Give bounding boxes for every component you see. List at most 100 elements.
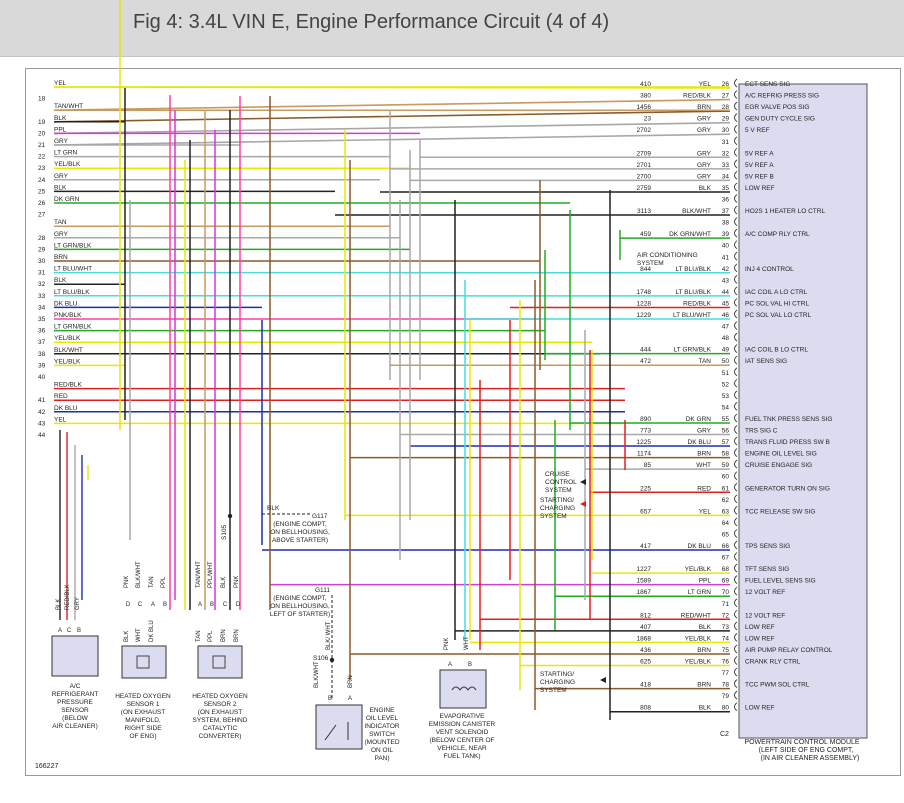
left-pin-number: 22: [38, 154, 46, 161]
ac-sensor-caption: SENSOR: [61, 707, 89, 714]
left-pin-number: 33: [38, 293, 46, 300]
component-wire-label: BRN: [348, 675, 354, 688]
component-wire-label: TAN: [149, 576, 155, 588]
left-pin-number: 20: [38, 130, 46, 137]
ho2s-1-caption: (ON EXHAUST: [121, 709, 165, 716]
ac-sensor-caption: AIR CLEANER): [52, 723, 98, 730]
right-circuit-number: 1867: [637, 589, 652, 596]
ground-location: (ENGINE COMPT,: [273, 595, 327, 602]
right-wire-label: DK BLU: [688, 439, 712, 446]
left-pin-number: 25: [38, 188, 46, 195]
right-pin-number: 33: [722, 162, 730, 169]
ground-location: LEFT OF STARTER): [270, 611, 330, 618]
title-bar: Fig 4: 3.4L VIN E, Engine Performance Ci…: [0, 0, 904, 57]
wire: [53, 98, 731, 111]
left-pin-number: 42: [38, 409, 46, 416]
right-circuit-number: 407: [640, 624, 651, 631]
left-pin-number: 29: [38, 246, 46, 253]
connector-pin-letter: C: [67, 628, 72, 634]
figure-id: 166227: [35, 763, 58, 770]
oil-switch-caption: ON OIL: [371, 747, 393, 754]
right-wire-label: LT BLU/WHT: [673, 312, 711, 319]
ground-name: G117: [312, 513, 328, 520]
right-circuit-number: 1589: [637, 578, 652, 585]
right-wire-label: DK GRN/WHT: [669, 231, 711, 238]
pcm-pin-bracket: [734, 390, 738, 400]
right-pin-number: 53: [722, 393, 730, 400]
oil-switch-caption: INDICATOR: [364, 723, 399, 730]
pcm-pin-bracket: [734, 413, 738, 423]
component-wire-label: DK BLU: [149, 620, 155, 642]
arrow-icon: [600, 677, 606, 683]
right-pin-number: 79: [722, 693, 730, 700]
pcm-pin-bracket: [734, 425, 738, 434]
left-wire-label: BRN: [54, 254, 68, 261]
right-pin-number: 41: [722, 254, 730, 261]
pcm-pin-function: CRUISE ENGAGE SIG: [745, 462, 812, 469]
oil-switch-caption: OIL LEVEL: [366, 715, 399, 722]
right-circuit-number: 808: [640, 705, 651, 712]
right-circuit-number: 1174: [637, 451, 651, 458]
right-pin-number: 48: [722, 335, 730, 342]
right-pin-number: 37: [722, 208, 730, 215]
pcm-pin-function: 12 VOLT REF: [745, 589, 785, 596]
pcm-pin-bracket: [734, 298, 738, 307]
right-circuit-number: 3113: [637, 208, 651, 215]
left-wire-label: BLK: [54, 115, 67, 122]
right-wire-label: GRY: [697, 428, 712, 435]
right-circuit-number: 85: [644, 462, 652, 469]
pcm-pin-bracket: [734, 563, 738, 573]
right-wire-label: GRY: [697, 162, 712, 169]
arrow-icon: [580, 479, 586, 485]
right-circuit-number: 844: [640, 266, 651, 273]
pcm-pin-bracket: [734, 332, 738, 342]
left-wire-label: LT GRN: [54, 150, 78, 157]
left-wire-label: YEL/BLK: [54, 358, 81, 365]
right-pin-number: 62: [722, 497, 730, 504]
pcm-pin-function: TCC RELEASE SW SIG: [745, 508, 815, 515]
connector-pin-letter: B: [163, 602, 167, 608]
right-pin-number: 26: [722, 81, 730, 88]
oil-switch-caption: SWITCH: [369, 731, 395, 738]
right-pin-number: 65: [722, 531, 730, 538]
connector-pin-letter: C: [138, 602, 143, 608]
right-circuit-number: 657: [640, 508, 651, 515]
left-wire-label: DK GRN: [54, 196, 80, 203]
ac-sensor-caption: PRESSURE: [57, 699, 93, 706]
left-pin-number: 39: [38, 362, 46, 369]
left-wire-label: RED: [54, 393, 68, 400]
left-pin-number: 34: [38, 304, 46, 311]
right-wire-label: LT BLU/BLK: [675, 289, 711, 296]
splice-name: S105: [221, 524, 228, 540]
ho2s-2-caption: SYSTEM, BEHIND: [193, 717, 248, 724]
left-pin-number: 43: [38, 420, 46, 427]
left-wire-label: RED/BLK: [54, 382, 82, 389]
right-pin-number: 70: [722, 589, 730, 596]
side-note-text: STARTING/: [540, 671, 574, 678]
left-pin-number: 37: [38, 339, 46, 346]
left-wire-label: GRY: [54, 231, 69, 238]
pcm-pin-bracket: [734, 355, 738, 365]
right-circuit-number: 225: [640, 485, 651, 492]
pcm-caption-line: POWERTRAIN CONTROL MODULE: [744, 739, 859, 746]
right-wire-label: GRY: [697, 116, 712, 123]
component-wire-label: PPL: [208, 630, 214, 642]
right-wire-label: RED/BLK: [683, 93, 711, 100]
ground-wire-label: BLK: [267, 505, 280, 512]
ho2s-1-caption: RIGHT SIDE: [124, 725, 162, 732]
pcm-pin-bracket: [734, 90, 738, 99]
right-circuit-number: 2709: [637, 150, 652, 157]
left-wire-label: PNK/BLK: [54, 312, 82, 319]
component-wire-label: TAN/WHT: [196, 561, 202, 588]
right-pin-number: 30: [722, 127, 730, 134]
connector-pin-letter: B: [77, 628, 81, 634]
right-pin-number: 46: [722, 312, 730, 319]
right-pin-number: 57: [722, 439, 730, 446]
pcm-pin-bracket: [734, 159, 738, 169]
ground-location: ABOVE STARTER): [272, 537, 328, 544]
splice-dot: [329, 657, 335, 663]
right-circuit-number: 812: [640, 612, 651, 619]
right-circuit-number: 1228: [637, 300, 652, 307]
wire: [53, 121, 731, 135]
right-pin-number: 29: [722, 116, 730, 123]
